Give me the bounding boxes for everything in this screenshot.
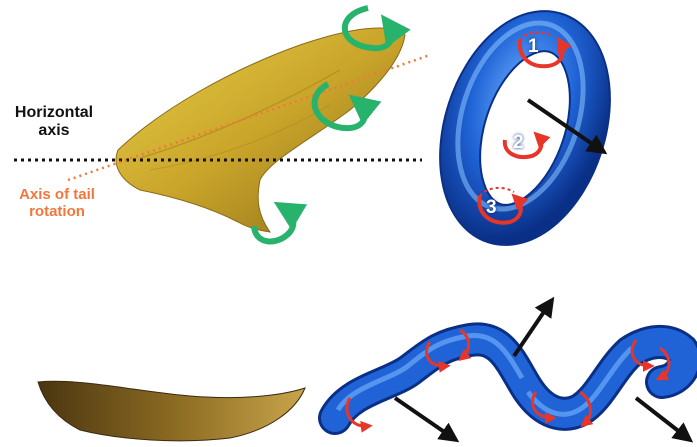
black-direction-arrow-icon xyxy=(636,398,690,440)
black-direction-arrow-icon xyxy=(395,398,456,440)
black-direction-arrow-icon xyxy=(514,300,552,356)
fish-tail-bottom xyxy=(38,381,305,441)
vortex-number-2: 2 xyxy=(513,132,524,154)
vortex-number-1: 1 xyxy=(528,36,539,58)
tail-rotation-axis-label: Axis of tail rotation xyxy=(2,186,112,221)
vortex-number-3: 3 xyxy=(486,197,497,219)
horizontal-axis-label: Horizontal axis xyxy=(4,104,104,141)
fish-tail-top xyxy=(116,28,405,232)
vortex-ring-torus xyxy=(431,7,614,242)
